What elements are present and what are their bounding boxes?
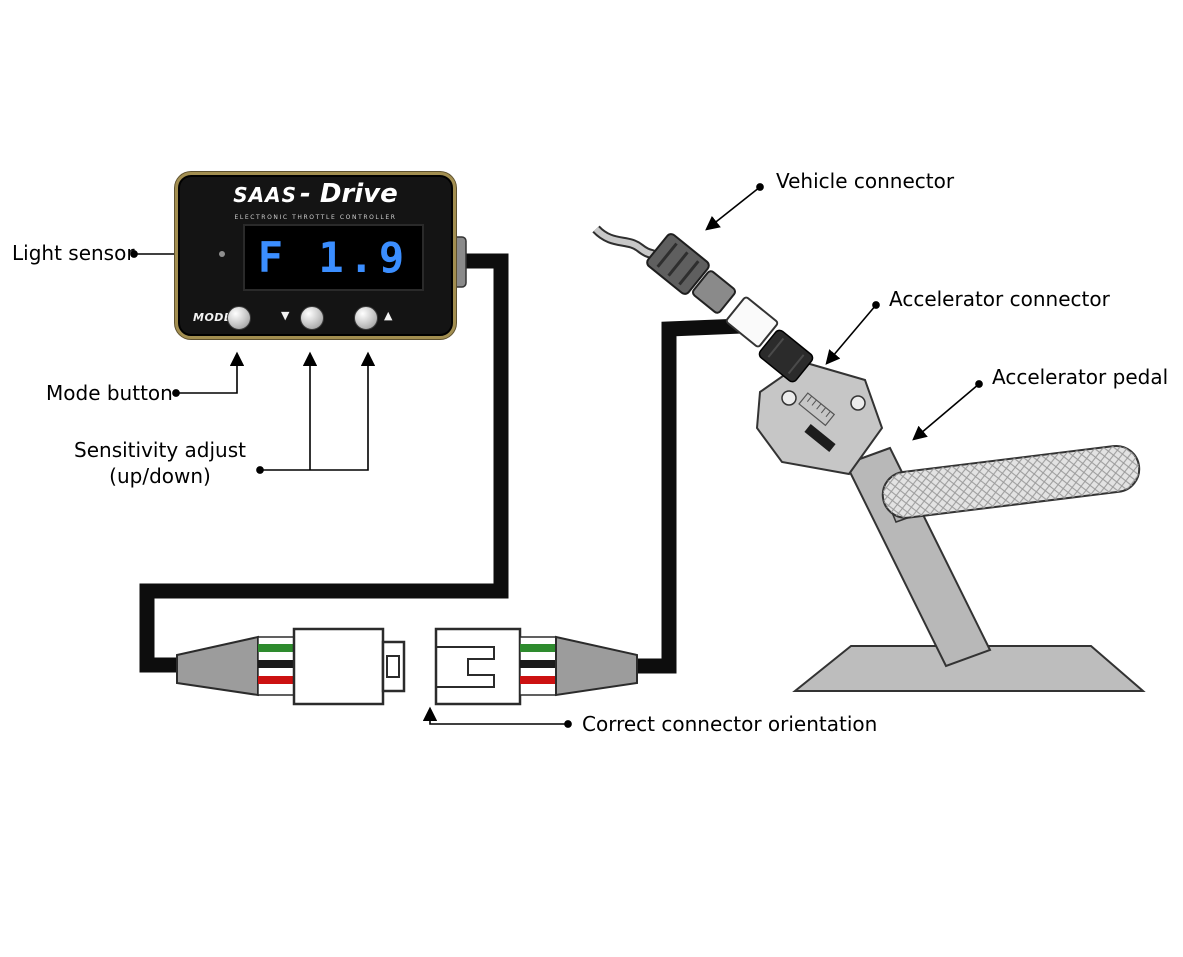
mode-button-callout: Mode button (46, 381, 173, 405)
wire-stripe-black (520, 660, 556, 668)
sensitivity-line2: (up/down) (109, 464, 211, 488)
sensitivity-line1: Sensitivity adjust (74, 438, 246, 462)
pedal-pad (881, 444, 1141, 519)
mount-screw-hole (850, 395, 866, 411)
sensor-slot (804, 424, 836, 452)
socket-opening (437, 646, 495, 688)
accelerator-pedal-leader (912, 380, 983, 441)
accelerator-connector-plug (758, 329, 814, 383)
cable-boot (176, 635, 259, 697)
correct-orientation-leader (422, 706, 572, 728)
brand-saas: SAAS (233, 183, 297, 207)
socket-housing (434, 627, 522, 706)
mode-button-label: MODE (193, 311, 232, 324)
plug-housing (292, 627, 385, 706)
pedal-base (792, 645, 1146, 692)
sensitivity-up-button (354, 306, 378, 330)
vehicle-wire (593, 226, 662, 261)
harness-connector-left (176, 627, 406, 706)
correct-orientation-label: Correct connector orientation (582, 712, 878, 736)
vehicle-connector-label: Vehicle connector (776, 169, 955, 193)
vehicle-plug (646, 233, 710, 295)
pedal-cable (634, 318, 743, 674)
vehicle-connector-leader (705, 183, 764, 231)
sensitivity-leader (256, 351, 376, 474)
throttle-controller-device: SAAS- Drive ELECTRONIC THROTTLE CONTROLL… (175, 172, 456, 339)
pedal-arm (844, 446, 992, 668)
led-display: F 1.9 (243, 224, 424, 291)
light-sensor (219, 251, 225, 257)
accelerator-connector-label: Accelerator connector (889, 287, 1110, 311)
controller-cable (139, 253, 509, 673)
sensor-scale (798, 392, 836, 427)
vehicle-plug-collar (691, 270, 737, 314)
sensitivity-down-button (300, 306, 324, 330)
wire-stripe-red (520, 676, 556, 684)
accelerator-connector-art (725, 296, 814, 383)
cable-boot (555, 635, 638, 697)
accelerator-pedal-art (755, 360, 1146, 692)
wire-stripe-red (258, 676, 294, 684)
display-value: F 1.9 (257, 233, 410, 282)
accelerator-connector-leader (825, 301, 880, 365)
vehicle-connector-art (592, 225, 737, 314)
brand-logo: SAAS- Drive (178, 179, 453, 209)
sensitivity-adjust-callout: Sensitivity adjust (up/down) (58, 437, 262, 489)
sensor-mount-plate (755, 360, 884, 476)
harness-connector-right (434, 627, 638, 706)
mode-button (227, 306, 251, 330)
accelerator-connector-body (725, 296, 779, 348)
mount-screw-hole (781, 390, 797, 406)
mode-button-leader (172, 351, 245, 397)
brand-tagline: ELECTRONIC THROTTLE CONTROLLER (234, 214, 397, 221)
brand-drive: - Drive (300, 179, 398, 209)
light-sensor-label: Light sensor (12, 241, 135, 265)
wire-stripe-green (258, 644, 294, 652)
up-arrow-icon: ▲ (384, 309, 393, 322)
plug-latch (386, 655, 400, 678)
wire-stripe-black (258, 660, 294, 668)
down-arrow-icon: ▼ (281, 309, 290, 322)
wire-stripe-green (520, 644, 556, 652)
accelerator-pedal-label: Accelerator pedal (992, 365, 1169, 389)
